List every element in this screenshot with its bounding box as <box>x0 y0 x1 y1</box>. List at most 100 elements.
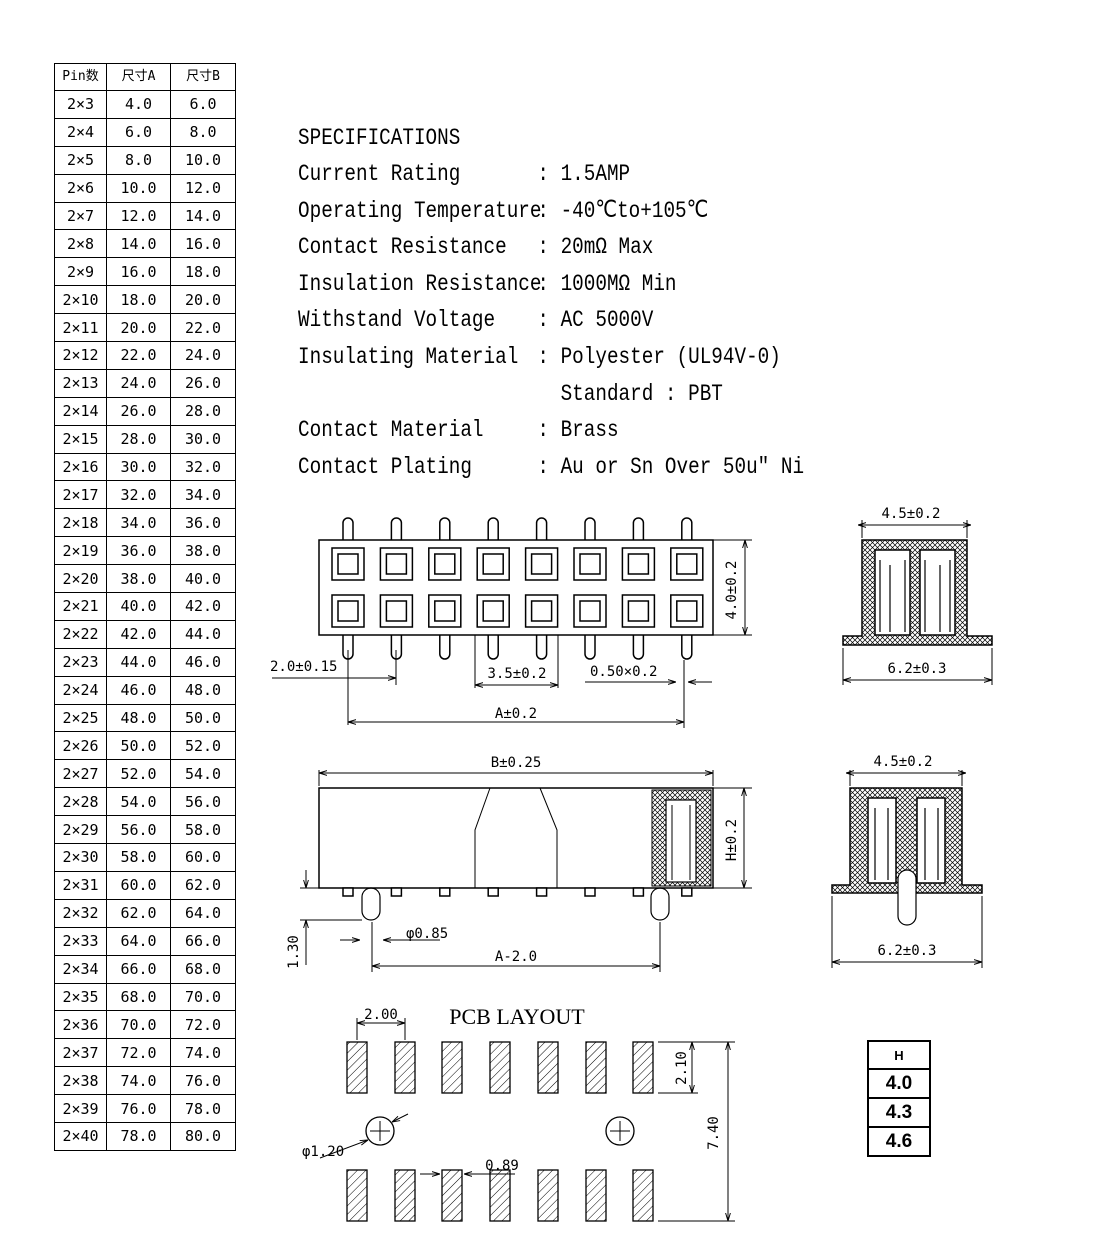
pin-count-cell: 2×4 <box>54 117 107 147</box>
size-b-cell: 74.0 <box>170 1038 236 1068</box>
h-table-header: H <box>867 1040 931 1070</box>
front-pin <box>535 887 548 897</box>
gap-label: 3.5±0.2 <box>487 666 546 682</box>
specs-title: SPECIFICATIONS <box>298 125 461 151</box>
contact-cell <box>476 594 510 628</box>
pin-count-cell: 2×37 <box>54 1038 107 1068</box>
pcb-pad-bottom <box>394 1169 416 1222</box>
pcb-pad-top <box>632 1041 654 1094</box>
contact-cell <box>379 594 414 628</box>
pcb-title: PCB LAYOUT <box>449 1004 585 1029</box>
size-b-cell: 76.0 <box>170 1066 236 1096</box>
pin-count-cell: 2×27 <box>54 759 107 789</box>
size-b-cell: 64.0 <box>170 898 236 928</box>
size-b-cell: 70.0 <box>170 982 236 1012</box>
contact-cell <box>670 594 704 628</box>
size-a-cell: 12.0 <box>106 201 171 231</box>
size-a-cell: 18.0 <box>106 285 171 315</box>
pitch-label: 2.0±0.15 <box>270 659 337 675</box>
contact-cell-inner <box>385 553 408 575</box>
h-value: 4.6 <box>867 1126 931 1157</box>
size-a-cell: 40.0 <box>106 592 171 621</box>
top-view-body <box>318 539 714 636</box>
top-pin <box>390 517 403 540</box>
pcb-pads <box>346 1041 654 1222</box>
pcb-pad-top <box>346 1041 368 1094</box>
spec-row: Contact Resistance: 20mΩ Max <box>298 229 804 266</box>
size-b-cell: 8.0 <box>170 117 236 147</box>
front-view <box>300 770 752 972</box>
spec-value: : 1000MΩ Min <box>537 270 677 297</box>
size-a-cell: 48.0 <box>106 703 171 733</box>
pin-count-cell: 2×12 <box>54 341 107 370</box>
size-b-cell: 44.0 <box>170 619 236 649</box>
pin-count-cell: 2×34 <box>54 954 107 984</box>
pin-size-label: 0.50×0.2 <box>590 664 657 680</box>
pin-count-cell: 2×24 <box>54 675 107 705</box>
contact-cell <box>524 547 559 581</box>
spec-value: : Au or Sn Over 50u" Ni <box>537 453 805 480</box>
bottom-pin <box>632 635 645 660</box>
size-a-cell: 30.0 <box>106 452 171 482</box>
contact-cell <box>573 547 607 581</box>
size-b-cell: 12.0 <box>170 173 236 203</box>
bottom-pin <box>439 635 451 660</box>
side-view-bottom <box>831 770 983 968</box>
size-a-cell: 66.0 <box>106 954 171 984</box>
top-pin <box>681 517 693 540</box>
size-a-cell: 14.0 <box>106 229 171 259</box>
size-b-cell: 10.0 <box>170 145 236 175</box>
spec-row: Withstand Voltage: AC 5000V <box>298 302 804 339</box>
spec-label: Insulation Resistance <box>298 270 542 297</box>
pcb-hole-left <box>365 1116 395 1146</box>
contact-cell-inner <box>434 553 456 575</box>
spec-row: Contact Material: Brass <box>298 412 804 449</box>
spec-label: Contact Plating <box>298 453 472 480</box>
pin-count-cell: 2×16 <box>54 452 107 482</box>
contact-cell <box>621 594 656 628</box>
size-b-cell: 24.0 <box>170 341 236 370</box>
post-height-label: 1.30 <box>286 935 302 969</box>
size-b-cell: 6.0 <box>170 90 236 119</box>
size-a-cell: 54.0 <box>106 787 171 817</box>
hole-dia-label: φ1.20 <box>302 1144 344 1160</box>
size-a-cell: 34.0 <box>106 508 171 538</box>
spec-label: Insulating Material <box>298 343 519 370</box>
size-a-cell: 72.0 <box>106 1038 171 1068</box>
pin-count-cell: 2×40 <box>54 1121 107 1151</box>
top-pin <box>487 517 499 540</box>
size-b-cell: 32.0 <box>170 452 236 482</box>
contact-cell <box>428 594 462 628</box>
pin-count-cell: 2×35 <box>54 982 107 1012</box>
contact-cell <box>379 547 414 581</box>
size-b-cell: 40.0 <box>170 564 236 594</box>
contact-cell <box>476 547 510 581</box>
pin-count-cell: 2×15 <box>54 424 107 454</box>
contact-cell-inner <box>530 600 553 622</box>
size-a-cell: 44.0 <box>106 647 171 677</box>
pcb-pitch-label: 2.00 <box>364 1007 398 1023</box>
header-size-a: 尺寸A <box>106 63 171 91</box>
pcb-pad-bottom <box>537 1169 559 1222</box>
front-pin <box>584 887 596 897</box>
front-pin <box>342 887 354 897</box>
contact-cell <box>573 594 607 628</box>
size-a-cell: 64.0 <box>106 926 171 956</box>
size-b-cell: 68.0 <box>170 954 236 984</box>
contact-cell <box>331 547 365 581</box>
post-dia-label: φ0.85 <box>406 926 448 942</box>
size-a-cell: 58.0 <box>106 843 171 872</box>
top-view <box>272 517 752 728</box>
side-view-top <box>842 520 993 685</box>
size-b-cell: 36.0 <box>170 508 236 538</box>
size-b-cell: 50.0 <box>170 703 236 733</box>
